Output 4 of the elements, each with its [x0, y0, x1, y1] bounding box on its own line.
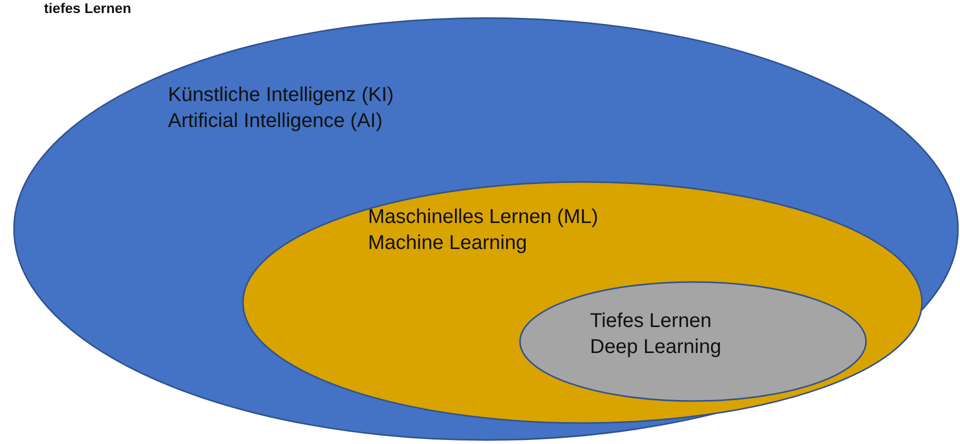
set-label: Maschinelles Lernen (ML) Machine Learning — [368, 205, 600, 256]
set-label: Künstliche Intelligenz (KI) Artificial Intelligence (AI) — [168, 83, 395, 134]
heading-text: tiefes Lernen — [44, 0, 132, 16]
set-label: Tiefes Lernen Deep Learning — [590, 309, 722, 360]
